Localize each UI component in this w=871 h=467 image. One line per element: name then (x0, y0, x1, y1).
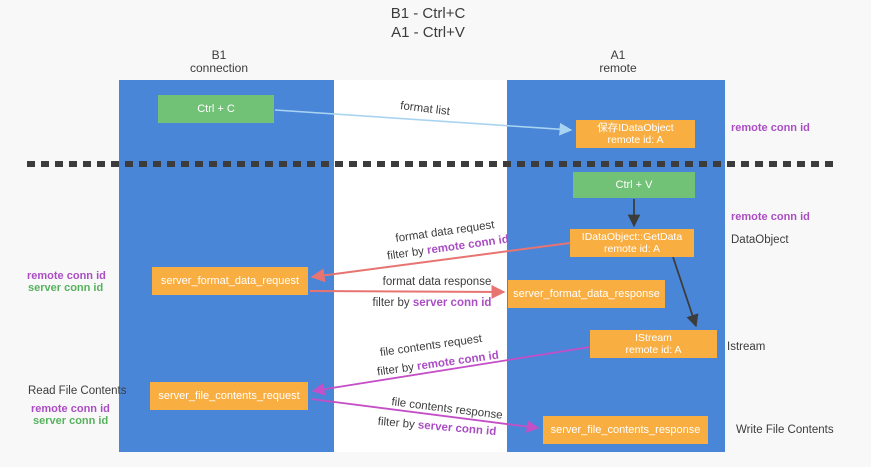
node-server-file-contents-request: server_file_contents_request (150, 382, 308, 410)
annotation-remote-conn-id-top: remote conn id (731, 122, 810, 134)
node-server-format-data-request: server_format_data_request (152, 267, 308, 295)
annotation-left-format-remote-conn-id: remote conn id (27, 270, 106, 282)
annotation-remote-conn-id-mid: remote conn id (731, 211, 810, 223)
annotation-istream: Istream (727, 341, 766, 353)
node-istream-line1: IStream (635, 331, 672, 344)
node-ctrl-v-label: Ctrl + V (615, 179, 653, 191)
node-saved-idataobject-line1: 保存IDataObject (597, 121, 674, 134)
edge-label-format-data-response: format data response (382, 276, 492, 288)
column-a1-subtitle: remote (599, 61, 637, 75)
node-istream: IStream remote id: A (590, 330, 717, 358)
annotation-dataobject: DataObject (731, 234, 789, 246)
node-server-file-contents-response: server_file_contents_response (543, 416, 708, 444)
node-idataobject-getdata: IDataObject::GetData remote id: A (570, 229, 694, 257)
column-b1-subtitle: connection (189, 61, 249, 75)
server-conn-id-key: server conn id (412, 297, 492, 309)
title-line-1: B1 - Ctrl+C (390, 5, 466, 22)
node-server-file-contents-request-label: server_file_contents_request (158, 390, 300, 402)
edge-label-format-data-response-filter: filter by server conn id (373, 297, 492, 309)
node-server-format-data-response: server_format_data_response (508, 280, 665, 308)
annotation-left-format-server-conn-id: server conn id (28, 282, 104, 294)
node-idataobject-getdata-line2: remote id: A (603, 243, 661, 255)
column-header-a1: A1 remote (599, 49, 636, 75)
annotation-write-file-contents: Write File Contents (736, 424, 834, 436)
column-a1-name: A1 (610, 48, 626, 62)
node-server-format-data-request-label: server_format_data_request (160, 275, 300, 287)
node-server-file-contents-response-label: server_file_contents_response (550, 424, 701, 436)
node-server-format-data-response-label: server_format_data_response (513, 288, 660, 300)
node-ctrl-c-label: Ctrl + C (197, 103, 235, 115)
annotation-left-file-remote-conn-id: remote conn id (31, 403, 110, 415)
title-line-2: A1 - Ctrl+V (391, 24, 465, 41)
node-ctrl-v: Ctrl + V (573, 172, 695, 198)
column-b1-name: B1 (211, 48, 227, 62)
node-istream-line2: remote id: A (625, 344, 682, 356)
node-saved-idataobject-line2: remote id: A (607, 134, 664, 146)
node-saved-idataobject: 保存IDataObject remote id: A (576, 120, 695, 148)
diagram-title: B1 - Ctrl+C A1 - Ctrl+V (391, 4, 466, 42)
annotation-read-file-contents: Read File Contents (28, 385, 127, 397)
column-header-b1: B1 connection (190, 49, 248, 75)
annotation-left-file-server-conn-id: server conn id (33, 415, 109, 427)
node-ctrl-c: Ctrl + C (158, 95, 274, 123)
filter-by-text: filter by (372, 297, 413, 309)
node-idataobject-getdata-line1: IDataObject::GetData (581, 230, 683, 243)
